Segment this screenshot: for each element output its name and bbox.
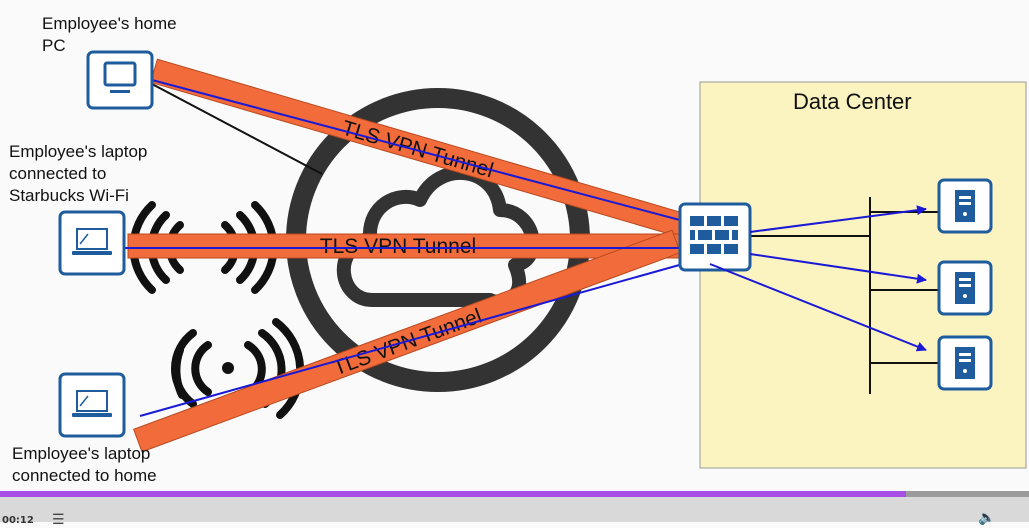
desktop-monitor-icon xyxy=(86,50,154,110)
laptop-icon xyxy=(58,372,126,438)
tls-vpn-tunnel-1: TLS VPN Tunnel xyxy=(150,58,686,238)
server-icon xyxy=(937,260,993,316)
network-diagram: TLS VPN Tunnel TLS VPN Tunnel TLS VPN Tu… xyxy=(58,50,1027,469)
home-pc-internet-link xyxy=(151,83,323,175)
firewall-icon xyxy=(678,202,752,272)
video-controls: 00:12 ☰ 🔈 xyxy=(0,497,1029,527)
firewall-server-1-link xyxy=(749,205,927,233)
firewall-server-3-link xyxy=(709,263,927,352)
laptop-icon xyxy=(58,210,126,276)
data-center-title: Data Center xyxy=(793,89,912,114)
video-progress-bar[interactable] xyxy=(0,491,1029,497)
server-icon xyxy=(937,178,993,234)
starbucks-laptop-label: Employee's laptop connected to Starbucks… xyxy=(9,142,148,205)
video-progress-fill xyxy=(0,491,906,497)
server-icon xyxy=(937,335,993,391)
home-laptop-label: Employee's laptop connected to home Wi-F… xyxy=(12,444,157,491)
home-laptop-firewall-link xyxy=(139,259,691,417)
current-time: 00:12 xyxy=(2,515,34,526)
menu-icon[interactable]: ☰ xyxy=(52,511,65,527)
volume-icon[interactable]: 🔈 xyxy=(978,509,996,525)
home-pc-firewall-link xyxy=(151,79,711,231)
firewall-server-2-link xyxy=(749,253,927,284)
home-pc-label: Employee's home PC xyxy=(42,14,177,55)
tls-vpn-tunnel-2: TLS VPN Tunnel xyxy=(127,233,681,259)
tunnel-label: TLS VPN Tunnel xyxy=(320,235,476,258)
